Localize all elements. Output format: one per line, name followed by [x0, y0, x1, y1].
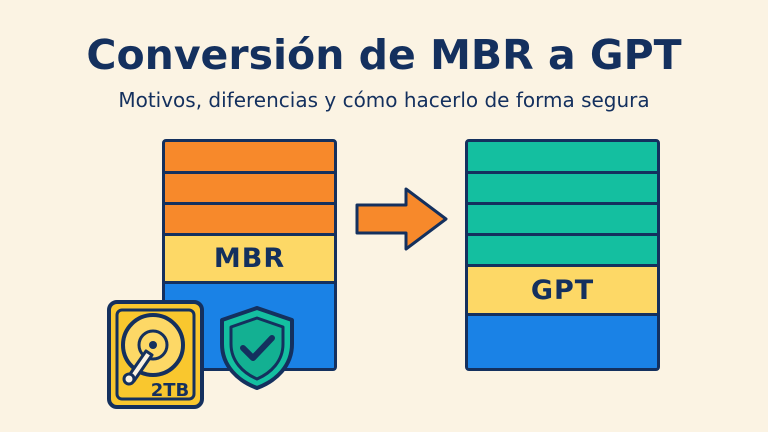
gpt-partition-1 [468, 142, 657, 174]
gpt-partition-2 [468, 174, 657, 205]
gpt-partition-3 [468, 205, 657, 236]
hdd-capacity-label: 2TB [151, 380, 190, 401]
mbr-partition-2 [165, 174, 334, 205]
mbr-label: MBR [165, 236, 334, 284]
gpt-partition-4 [468, 236, 657, 267]
arrow-right-icon [355, 187, 448, 251]
hard-drive-icon: 2TB [107, 300, 204, 409]
page-subtitle: Motivos, diferencias y cómo hacerlo de f… [118, 88, 650, 112]
mbr-disk: MBR [162, 139, 337, 371]
mbr-partition-3 [165, 205, 334, 236]
page-title: Conversión de MBR a GPT [86, 31, 682, 79]
mbr-partition-1 [165, 142, 334, 174]
gpt-label: GPT [468, 267, 657, 316]
shield-check-icon [220, 306, 294, 390]
gpt-disk: GPT [465, 139, 660, 371]
gpt-free-space [468, 316, 657, 368]
